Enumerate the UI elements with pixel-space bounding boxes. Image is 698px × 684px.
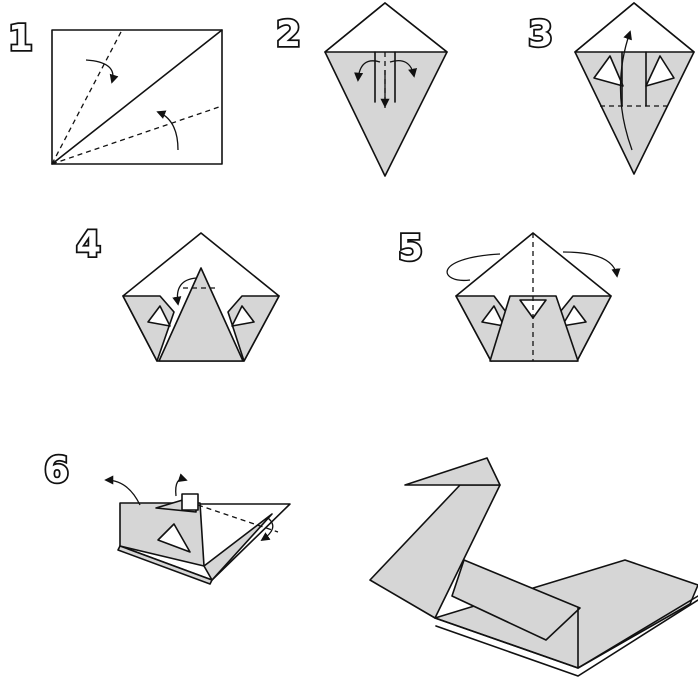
step-4: 4: [74, 222, 280, 362]
right-window: [561, 305, 587, 327]
step-1: 1: [6, 16, 223, 165]
right-window: [645, 55, 675, 87]
finished-swan: [369, 457, 698, 677]
step-5-number: 5: [398, 228, 423, 269]
left-window: [147, 305, 171, 327]
left-window: [481, 305, 505, 327]
tail-fold-arrow: [260, 517, 274, 542]
swan-head: [404, 457, 501, 486]
step-6: 6: [42, 448, 291, 585]
small-fold-arrow: [175, 473, 188, 497]
step-6-number: 6: [44, 450, 69, 491]
fold-down-arrow: [172, 277, 197, 306]
right-window: [231, 305, 255, 327]
turn-arrow-right: [562, 251, 621, 278]
fold-line-upper: [51, 29, 123, 165]
step-3: 3: [526, 2, 695, 175]
kite-top-flap: [324, 2, 448, 53]
fold-arrow-right: [389, 59, 418, 78]
fold-line-lower: [51, 105, 223, 165]
fold-arrow-lower: [156, 110, 179, 151]
head-fold-arrow: [104, 475, 141, 506]
step-2-number: 2: [276, 14, 301, 55]
center-block: [489, 295, 579, 362]
turn-arrow-left: [446, 253, 501, 282]
step-4-number: 4: [76, 224, 101, 265]
step-2: 2: [274, 2, 448, 177]
swan-wing: [451, 559, 581, 641]
step-5: 5: [396, 226, 621, 362]
left-window: [593, 55, 624, 87]
fold-up-arrow: [619, 30, 633, 151]
head-square: [181, 493, 199, 511]
fold-arrow-upper: [85, 59, 119, 84]
swan-underline-2: [435, 599, 698, 677]
tail-fold: [203, 513, 273, 581]
step-3-number: 3: [528, 14, 553, 55]
center-point-flap: [158, 267, 244, 362]
window: [157, 523, 191, 553]
step-1-number: 1: [8, 18, 33, 59]
left-panel: [119, 502, 205, 567]
diagonal-crease: [51, 29, 223, 165]
bottom-layer: [117, 545, 213, 585]
kite-top-flap: [574, 2, 695, 53]
fold-arrow-left: [354, 60, 381, 82]
